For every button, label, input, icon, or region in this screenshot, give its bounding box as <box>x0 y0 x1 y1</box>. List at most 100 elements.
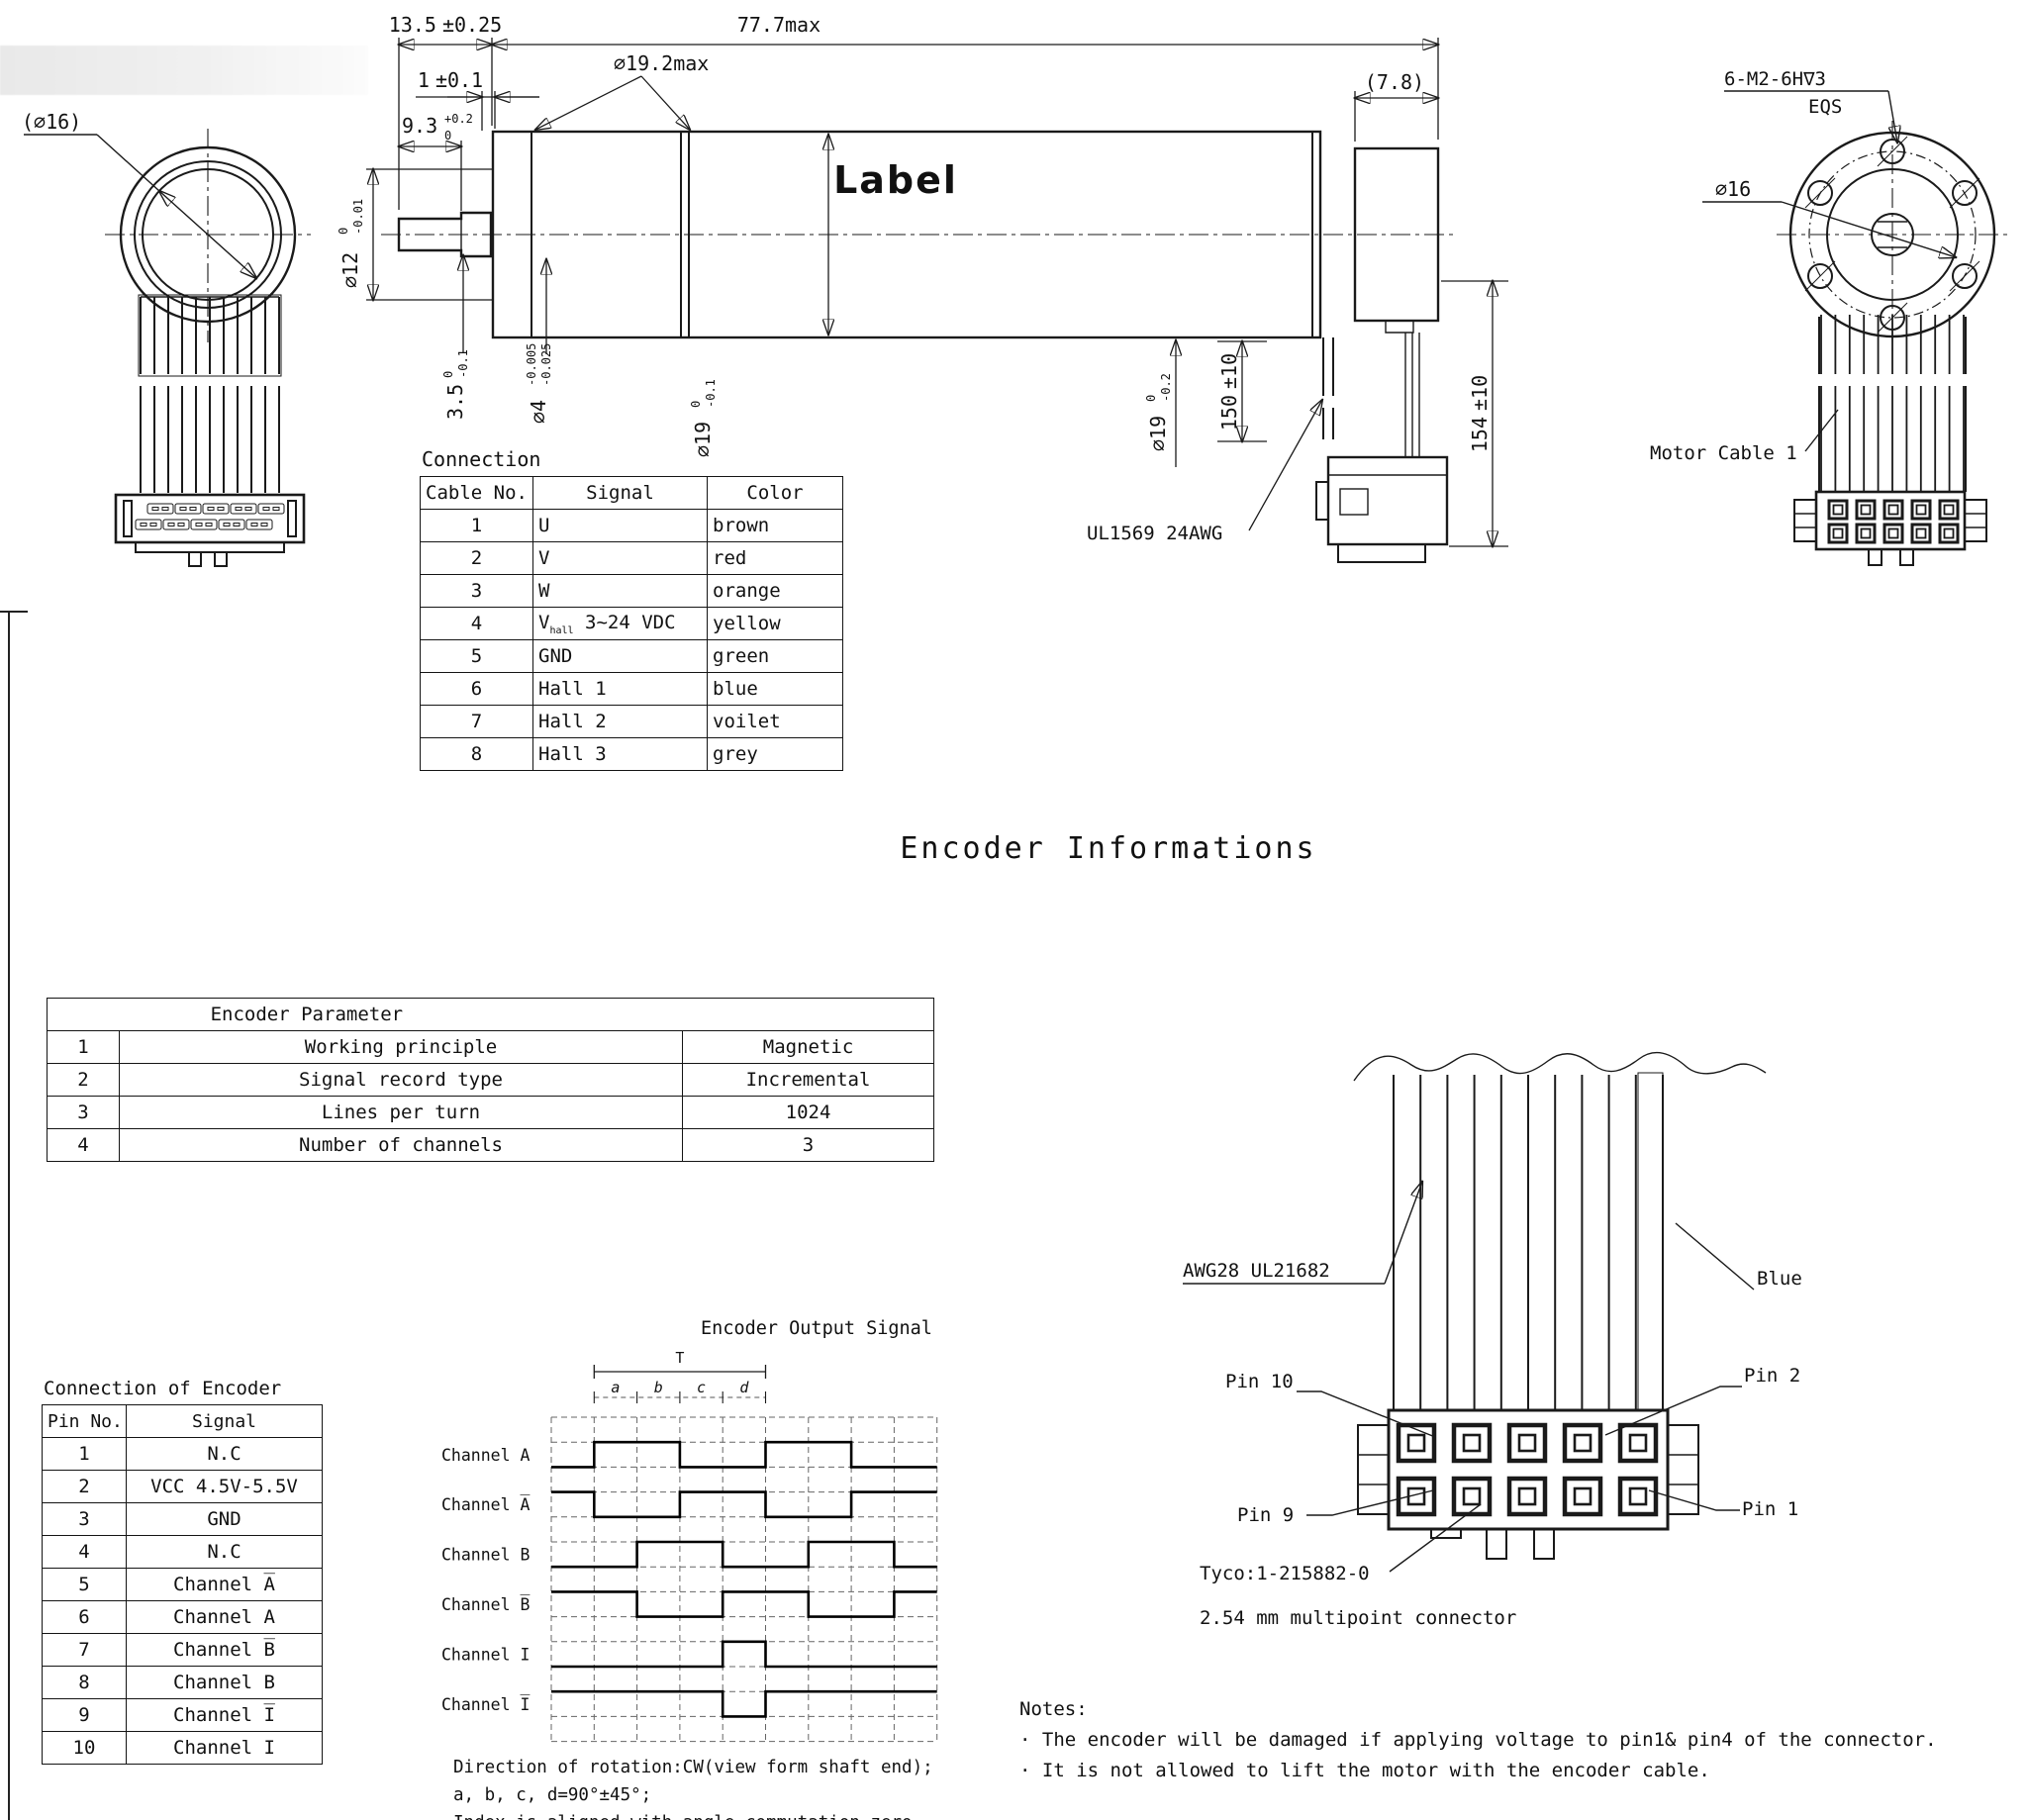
connector-part-label: Tyco:1-215882-0 <box>1200 1563 1370 1584</box>
table-title-cell: Encoder Parameter <box>46 998 935 1031</box>
svg-text:+0.2: +0.2 <box>444 112 473 126</box>
thread-callout: 6-M2-6H∇3 <box>1724 68 1826 90</box>
channel-label: Channel A <box>441 1446 530 1465</box>
pilot-diameter-label: ∅16 <box>1715 177 1751 201</box>
col-header: Color <box>707 476 843 510</box>
front-view: (∅16) <box>22 110 311 567</box>
motor-cable-spec: UL1569 24AWG <box>1087 523 1222 544</box>
side-connector-latch <box>1315 481 1329 521</box>
pin-contact <box>1562 1422 1603 1464</box>
slot-contact <box>190 519 218 530</box>
svg-text:-0.005: -0.005 <box>525 343 538 386</box>
cable-break-line <box>1353 1051 1767 1082</box>
dim-shaft-length: 13.5±0.25 <box>389 13 502 37</box>
svg-text:∅4: ∅4 <box>527 400 550 424</box>
channel-label: Channel I <box>441 1645 530 1664</box>
pin-contact <box>1827 499 1849 521</box>
svg-text:150±10: 150±10 <box>1217 353 1241 431</box>
front-connector-tab <box>214 551 228 567</box>
channel-label: Channel A̅ <box>441 1495 530 1514</box>
notes-section: Notes: · The encoder will be damaged if … <box>1019 1694 1937 1786</box>
rear-connector-tab <box>1868 548 1882 566</box>
dim-total-length: 77.7max <box>737 13 820 37</box>
pin-contact <box>1910 523 1932 544</box>
note-item: · It is not allowed to lift the motor wi… <box>1019 1760 1710 1781</box>
period-label: T <box>675 1349 684 1367</box>
sheet-border-h <box>0 611 28 613</box>
svg-text:∅19: ∅19 <box>1146 416 1170 451</box>
pin-contact <box>1882 523 1904 544</box>
pin9-label: Pin 9 <box>1237 1504 1294 1526</box>
motor-cable-label: Motor Cable 1 <box>1650 442 1797 464</box>
rear-ribbon-upper <box>1820 315 1965 374</box>
encoder-ribbon-wires <box>1393 1075 1664 1410</box>
cap-notch <box>1385 321 1414 334</box>
encoder-connection-title: Connection of Encoder <box>44 1378 282 1399</box>
pin-contact <box>1938 523 1960 544</box>
quarter-label: b <box>654 1379 663 1396</box>
slot-contact <box>230 503 257 515</box>
channel-label: Channel I̅ <box>441 1695 530 1714</box>
shaft <box>397 211 493 258</box>
rear-connector-pins <box>1827 499 1960 544</box>
note-item: · The encoder will be damaged if applyin… <box>1019 1729 1937 1751</box>
slot-contact <box>174 503 202 515</box>
screw-hole <box>1952 263 1978 289</box>
screw-holes <box>1804 136 1980 334</box>
footnote: Index is aligned with angle commutation … <box>453 1809 933 1820</box>
pin-contact <box>1451 1476 1493 1517</box>
waveform-title: Encoder Output Signal <box>701 1318 932 1339</box>
encoder-informations-title: Encoder Informations <box>900 831 1317 866</box>
svg-text:-0.1: -0.1 <box>456 349 470 378</box>
side-connector-body <box>1326 455 1449 546</box>
svg-text:0: 0 <box>441 371 455 378</box>
wave-5 <box>551 1689 937 1718</box>
svg-text:0: 0 <box>1144 395 1158 402</box>
rear-connector-tab <box>1899 548 1914 566</box>
pin-contact <box>1617 1422 1659 1464</box>
encoder-connector-wing <box>1667 1424 1699 1515</box>
encoder-cable-diagram: AWG28 UL21682 Blue Pin 10 Pin 2 Pin 9 Pi… <box>1183 1051 1802 1629</box>
front-connector-lip <box>135 541 285 553</box>
pin-contact <box>1396 1422 1437 1464</box>
footnote: a, b, c, d=90°±45°; <box>453 1785 652 1805</box>
connector-tab <box>1533 1528 1555 1560</box>
dim-rear-diameter: ∅19 0 -0.2 <box>1144 373 1173 451</box>
pin1-label: Pin 1 <box>1742 1498 1798 1520</box>
pin1-leader <box>1648 1489 1740 1511</box>
front-connector-key-left <box>123 500 133 537</box>
wire-spec-label: AWG28 UL21682 <box>1183 1260 1330 1282</box>
wave-3 <box>551 1590 937 1618</box>
wave-2 <box>551 1540 937 1569</box>
connector-desc-label: 2.54 mm multipoint connector <box>1200 1607 1516 1629</box>
waveform-footnotes: Direction of rotation:CW(view form shaft… <box>453 1754 933 1820</box>
front-connector-key-right <box>287 500 297 537</box>
pin-contact <box>1506 1476 1548 1517</box>
rear-ribbon-lower <box>1820 386 1965 492</box>
front-connector-body <box>114 493 306 544</box>
encoder-connector-pins <box>1396 1422 1659 1517</box>
quarter-label: d <box>739 1379 749 1396</box>
pin2-leader <box>1604 1386 1742 1436</box>
svg-text:154±10: 154±10 <box>1468 375 1492 452</box>
table-row: 4 Vhall 3~24 VDC yellow <box>420 607 843 640</box>
table-header-row: Encoder Parameter <box>46 998 935 1031</box>
dim-shaft-flat: 3.5 0 -0.1 <box>441 349 470 420</box>
slot-contact <box>135 519 162 530</box>
side-view: 13.5±0.25 77.7max 1±0.1 9.3 +0.2 0 ∅19.2… <box>337 13 1508 563</box>
rear-view: 6-M2-6H∇3 EQS ∅16 Motor Cable 1 <box>1650 68 2009 566</box>
slot-contact <box>245 519 273 530</box>
